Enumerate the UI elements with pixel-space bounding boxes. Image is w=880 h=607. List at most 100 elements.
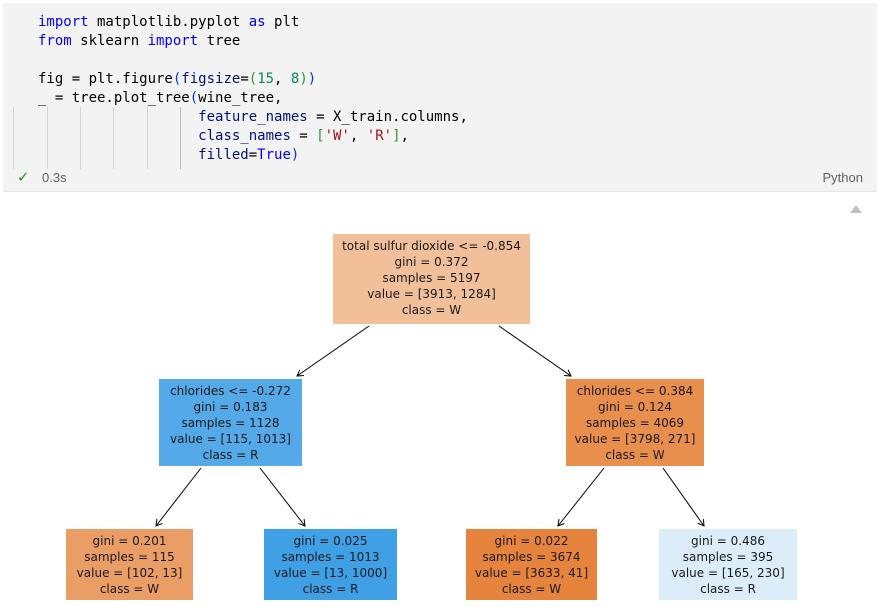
tree-node-line: value = [13, 1000] <box>273 566 388 580</box>
tree-node-line: class = R <box>700 582 756 596</box>
tree-node-line: gini = 0.022 <box>494 534 569 548</box>
code-line[interactable]: from sklearn import tree <box>38 32 468 51</box>
code-token: from <box>38 33 72 49</box>
cell-output-figure: total sulfur dioxide <= -0.854 gini = 0.3… <box>0 220 880 607</box>
code-token: = <box>248 147 258 163</box>
tree-node-line: class = R <box>202 448 259 462</box>
code-token: import <box>38 14 89 30</box>
code-token: class_names <box>198 128 291 144</box>
code-token: 8 <box>290 71 300 87</box>
code-token: ) <box>299 71 308 87</box>
tree-node-line: gini = 0.183 <box>193 400 268 414</box>
code-token: sklearn <box>71 33 148 49</box>
tree-node-line: class = W <box>501 582 562 596</box>
code-token: 'R' <box>366 128 393 144</box>
indent-guide <box>147 107 148 169</box>
code-token: as <box>248 14 266 30</box>
tree-node-line: samples = 395 <box>682 550 774 564</box>
tree-edges-layer <box>155 325 705 527</box>
tree-node-line: value = [102, 13] <box>76 566 183 580</box>
tree-node-rl: gini = 0.022 samples = 3674 value = [3633,… <box>466 529 597 600</box>
code-token: wine_tree, <box>198 90 283 106</box>
code-token <box>38 109 198 125</box>
code-token: filled <box>198 147 249 163</box>
tree-node-line: value = [3798, 271] <box>574 432 696 446</box>
code-token: 15 <box>257 71 275 87</box>
cell-status-bar: ✓ 0.3s Python <box>3 169 877 189</box>
code-line[interactable]: _ = tree.plot_tree(wine_tree, <box>38 89 468 108</box>
execution-duration: 0.3s <box>42 170 67 185</box>
code-token: figsize <box>181 71 241 87</box>
language-picker[interactable]: Python <box>822 170 863 185</box>
tree-node-line: chlorides <= 0.384 <box>576 384 694 398</box>
tree-node-l: chlorides <= -0.272 gini = 0.183 samples =… <box>159 379 302 466</box>
code-token: = <box>240 71 249 87</box>
tree-edge-root-r <box>498 325 572 377</box>
code-line[interactable] <box>38 51 468 70</box>
tree-node-line: gini = 0.372 <box>394 255 469 269</box>
tree-node-line: class = W <box>99 582 160 596</box>
code-line[interactable]: class_names = ['W', 'R'], <box>38 127 468 146</box>
indent-guide <box>13 107 14 169</box>
indent-guide <box>113 107 114 169</box>
tree-node-line: samples = 5197 <box>382 271 481 285</box>
tree-node-line: value = [3633, 41] <box>474 566 589 580</box>
code-token <box>38 128 198 144</box>
code-line[interactable]: feature_names = X_train.columns, <box>38 108 468 127</box>
code-token: matplotlib.pyplot <box>88 14 249 30</box>
tree-node-line: value = [3913, 1284] <box>367 287 496 301</box>
code-token <box>38 147 198 163</box>
code-line[interactable]: filled=True) <box>38 146 468 165</box>
code-token: True <box>257 147 291 163</box>
tree-node-line: value = [115, 1013] <box>170 432 291 446</box>
tree-node-line: class = W <box>605 448 665 462</box>
code-token: plt <box>265 14 300 30</box>
tree-edge-root-l <box>296 325 370 377</box>
code-token: = <box>290 128 317 144</box>
code-token: _ = tree.plot_tree <box>38 90 190 106</box>
tree-node-line: value = [165, 230] <box>671 566 785 580</box>
code-token: ) <box>290 147 300 163</box>
tree-node-ll: gini = 0.201 samples = 115 value = [102, 1… <box>66 529 193 600</box>
tree-node-lr: gini = 0.025 samples = 1013 value = [13, 1… <box>264 529 397 600</box>
code-token: fig = plt.figure <box>38 71 173 87</box>
tree-node-line: gini = 0.201 <box>92 534 167 548</box>
tree-node-line: class = R <box>302 582 359 596</box>
tree-node-line: chlorides <= -0.272 <box>170 384 291 398</box>
code-token: import <box>147 33 199 49</box>
tree-node-line: samples = 4069 <box>585 416 685 430</box>
tree-node-line: gini = 0.124 <box>598 400 672 414</box>
code-token: ( <box>172 71 182 87</box>
code-token: , <box>349 128 367 144</box>
tree-node-line: samples = 1128 <box>181 416 280 430</box>
code-token: ] <box>392 128 401 144</box>
code-token: , <box>400 128 409 144</box>
tree-node-line: gini = 0.025 <box>293 534 368 548</box>
code-token: = X_train.columns, <box>307 109 468 125</box>
tree-node-r: chlorides <= 0.384 gini = 0.124 samples = … <box>566 379 704 466</box>
tree-edge-l-lr <box>259 467 306 527</box>
code-token: feature_names <box>198 109 308 125</box>
tree-node-line: samples = 1013 <box>281 550 380 564</box>
tree-node-line: samples = 3674 <box>482 550 581 564</box>
tree-node-line: class = W <box>401 303 462 317</box>
tree-node-root: total sulfur dioxide <= -0.854 gini = 0.3… <box>333 234 530 324</box>
output-collapse-icon[interactable] <box>850 205 862 213</box>
indent-guide <box>180 107 181 169</box>
success-check-icon: ✓ <box>17 169 30 186</box>
code-line[interactable]: import matplotlib.pyplot as plt <box>38 13 468 32</box>
indent-guide <box>80 107 81 169</box>
code-token: ) <box>307 71 317 87</box>
code-token: 'W' <box>324 128 350 144</box>
tree-edge-l-ll <box>155 467 202 527</box>
tree-node-line: total sulfur dioxide <= -0.854 <box>342 239 521 253</box>
tree-edge-r-rr <box>662 467 705 527</box>
code-token: ( <box>189 90 199 106</box>
code-line[interactable]: fig = plt.figure(figsize=(15, 8)) <box>38 70 468 89</box>
tree-edge-r-rl <box>557 467 605 527</box>
code-token: tree <box>198 33 241 49</box>
tree-node-line: samples = 115 <box>84 550 175 564</box>
